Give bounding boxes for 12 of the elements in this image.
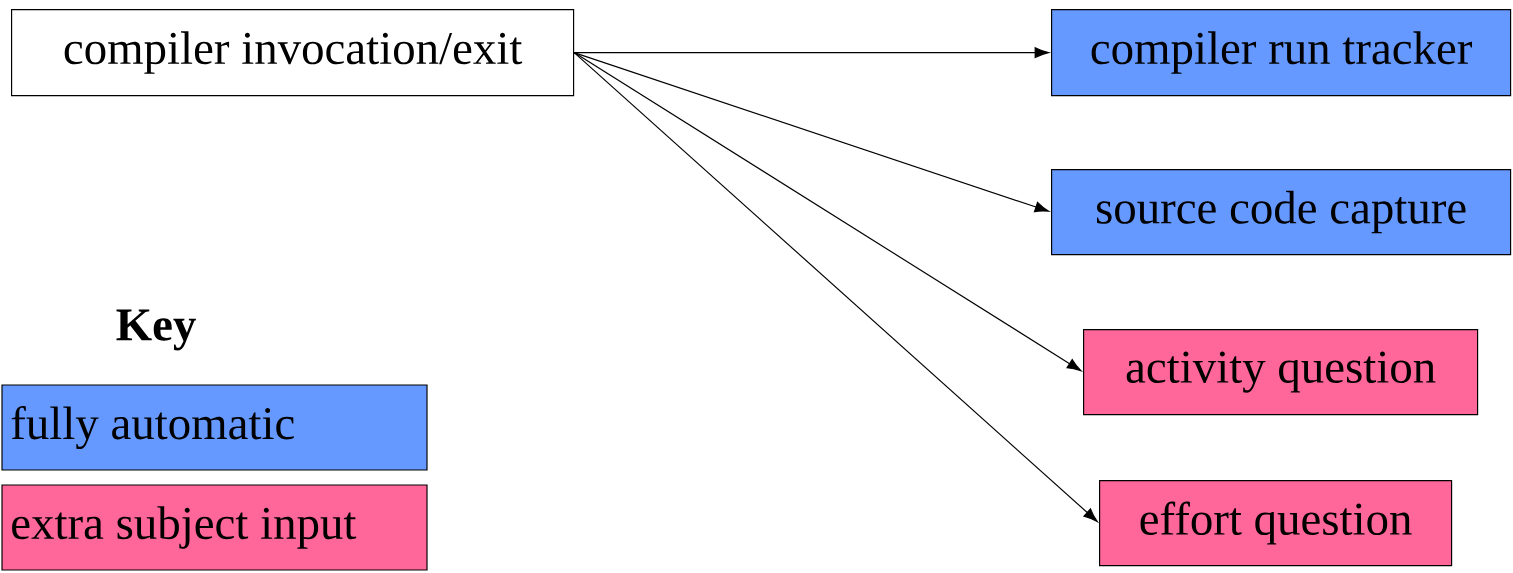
process-box: effort question: [1099, 480, 1453, 567]
arrow: [573, 52, 1098, 522]
arrow: [573, 52, 1082, 372]
process-box: source code capture: [1051, 169, 1512, 256]
legend-label: fully automatic: [11, 405, 294, 450]
arrow: [573, 52, 1050, 213]
process-box: activity question: [1083, 329, 1479, 416]
process-box: compiler invocation/exit: [11, 9, 575, 97]
legend-label: extra subject input: [12, 506, 357, 549]
process-box: compiler run tracker: [1051, 9, 1512, 97]
key-heading: Key: [116, 309, 196, 351]
arrow: [573, 47, 1050, 59]
